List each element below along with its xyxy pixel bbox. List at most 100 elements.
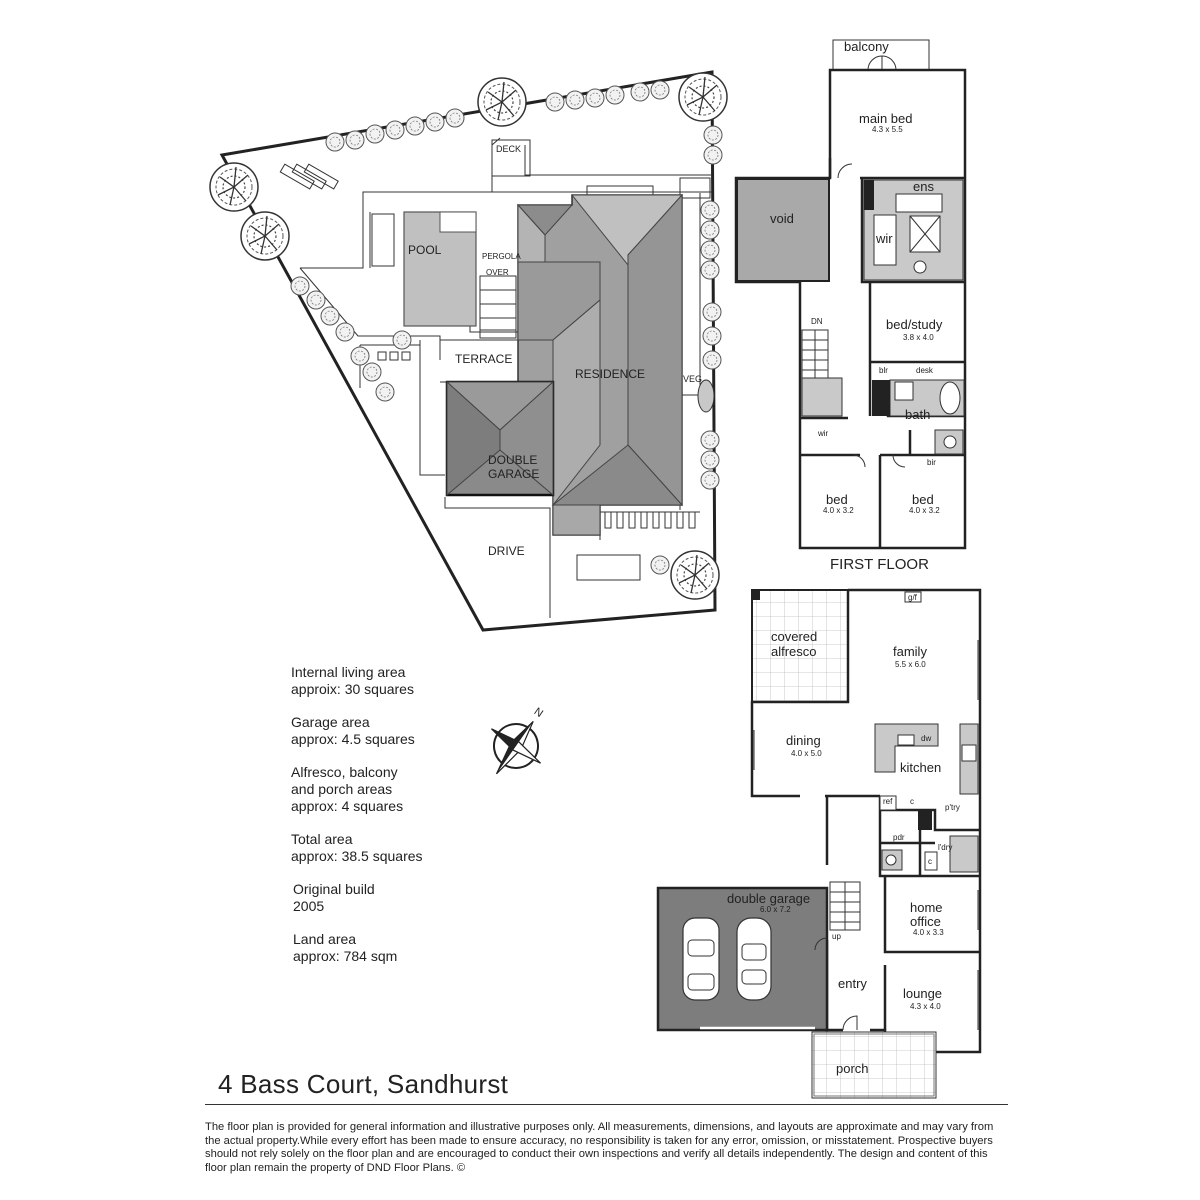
over-label: OVER	[486, 268, 509, 277]
divider	[205, 1104, 1008, 1105]
tree-icon	[477, 77, 527, 127]
dining-dim: 4.0 x 5.0	[791, 749, 822, 758]
stair-up-label: up	[832, 932, 841, 941]
home-label: home	[910, 900, 943, 915]
covered-label: covered	[771, 629, 817, 644]
sun-loungers	[279, 163, 339, 190]
garage-label-line1: DOUBLE	[488, 453, 537, 467]
floor-plan-drawing: DECK POOL PERGOLA OVER TERRACE RESIDENCE…	[209, 39, 982, 1099]
alfresco-area: Alfresco, balcony and porch areas approx…	[291, 764, 551, 815]
home-office-dim: 4.0 x 3.3	[913, 928, 944, 937]
tree-icon	[678, 72, 728, 122]
first-floor-title: FIRST FLOOR	[830, 556, 929, 573]
balcony-label: balcony	[844, 39, 889, 54]
pergola	[479, 275, 517, 339]
internal-area-title: Internal living area	[291, 664, 406, 680]
laundry-label: l'dry	[938, 843, 952, 852]
original-build: Original build 2005	[293, 881, 551, 915]
garage-area: Garage area approx: 4.5 squares	[291, 714, 551, 748]
c2-label: c	[928, 857, 932, 866]
bed1-label: bed	[826, 492, 848, 507]
alfresco-area-title-1: Alfresco, balcony	[291, 764, 398, 780]
porch	[811, 1031, 937, 1099]
main-bed-label: main bed	[859, 111, 912, 126]
original-build-title: Original build	[293, 881, 375, 897]
first-floor-plan: balcony main bed 4.3 x 5.5 void ens wir …	[734, 39, 967, 573]
car-icon	[736, 917, 772, 1001]
double-garage-label: double garage	[727, 891, 810, 906]
family-dim: 5.5 x 6.0	[895, 660, 926, 669]
total-area: Total area approx: 38.5 squares	[291, 831, 551, 865]
property-address: 4 Bass Court, Sandhurst	[218, 1069, 509, 1099]
bed2-label: bed	[912, 492, 934, 507]
residence-roof	[516, 193, 684, 536]
stairs-up	[829, 881, 861, 931]
tree-icon	[240, 211, 290, 261]
land-area: Land area approx: 784 sqm	[293, 931, 551, 965]
alfresco-label: alfresco	[771, 644, 817, 659]
garage-area-value: approx: 4.5 squares	[291, 731, 415, 747]
deck	[491, 139, 531, 177]
garage-label-line2: GARAGE	[488, 467, 539, 481]
deck-label: DECK	[496, 144, 521, 154]
land-area-title: Land area	[293, 931, 357, 947]
gf-label: g/f	[908, 593, 918, 602]
ground-floor-plan: covered alfresco g/f family 5.5 x 6.0 di…	[656, 588, 982, 1099]
blr-label: blr	[879, 366, 888, 375]
veg-label: VEG	[683, 374, 702, 384]
ensuite-label: ens	[913, 179, 934, 194]
internal-area-value: approix: 30 squares	[291, 681, 414, 697]
wir2-label: wir	[817, 429, 829, 438]
dw-label: dw	[921, 734, 931, 743]
kitchen-label: kitchen	[900, 760, 941, 775]
terrace-label: TERRACE	[455, 352, 512, 366]
residence-label: RESIDENCE	[575, 367, 645, 381]
car-icon	[682, 917, 720, 1001]
ground-double-garage	[656, 886, 829, 1032]
wir-label: wir	[875, 231, 893, 246]
covered-alfresco	[751, 589, 849, 703]
void	[736, 178, 830, 282]
lounge-label: lounge	[903, 986, 942, 1001]
tree-icon	[670, 550, 720, 600]
original-build-value: 2005	[293, 898, 325, 914]
pergola-label: PERGOLA	[482, 252, 521, 261]
total-area-title: Total area	[291, 831, 353, 847]
internal-area: Internal living area approix: 30 squares	[291, 664, 551, 698]
bed2-dim: 4.0 x 3.2	[909, 506, 940, 515]
alfresco-area-value: approx: 4 squares	[291, 798, 404, 814]
drive-label: DRIVE	[488, 544, 525, 558]
veg-bed	[697, 379, 715, 413]
bed-study-label: bed/study	[886, 317, 943, 332]
garage-area-title: Garage area	[291, 714, 370, 730]
entry-label: entry	[838, 976, 867, 991]
dining-label: dining	[786, 733, 821, 748]
pantry-label: p'try	[945, 803, 960, 812]
disclaimer-text: The floor plan is provided for general i…	[205, 1121, 994, 1174]
bed1-dim: 4.0 x 3.2	[823, 506, 854, 515]
office-label: office	[910, 914, 941, 929]
family-label: family	[893, 644, 927, 659]
compass-rose-icon	[491, 720, 541, 775]
void-label: void	[770, 211, 794, 226]
tree-icon	[209, 162, 259, 212]
site-plan: DECK POOL PERGOLA OVER TERRACE RESIDENCE…	[209, 70, 728, 632]
area-info: Internal living area approix: 30 squares…	[291, 664, 551, 981]
parking-markers	[604, 511, 696, 529]
main-bed-dim: 4.3 x 5.5	[872, 125, 903, 134]
bed-study-dim: 3.8 x 4.0	[903, 333, 934, 342]
porch-label: porch	[836, 1061, 869, 1076]
bath-label: bath	[905, 407, 930, 422]
lounge-dim: 4.3 x 4.0	[910, 1002, 941, 1011]
pdr-label: pdr	[893, 833, 905, 842]
bir-label: bir	[927, 458, 936, 467]
stairs	[801, 329, 843, 417]
ref-label: ref	[883, 797, 893, 806]
alfresco-area-title-2: and porch areas	[291, 781, 393, 797]
total-area-value: approx: 38.5 squares	[291, 848, 423, 864]
stair-down-label: DN	[811, 317, 823, 326]
garage-roof	[445, 380, 555, 497]
land-area-value: approx: 784 sqm	[293, 948, 398, 964]
desk-label: desk	[916, 366, 934, 375]
double-garage-dim: 6.0 x 7.2	[760, 905, 791, 914]
